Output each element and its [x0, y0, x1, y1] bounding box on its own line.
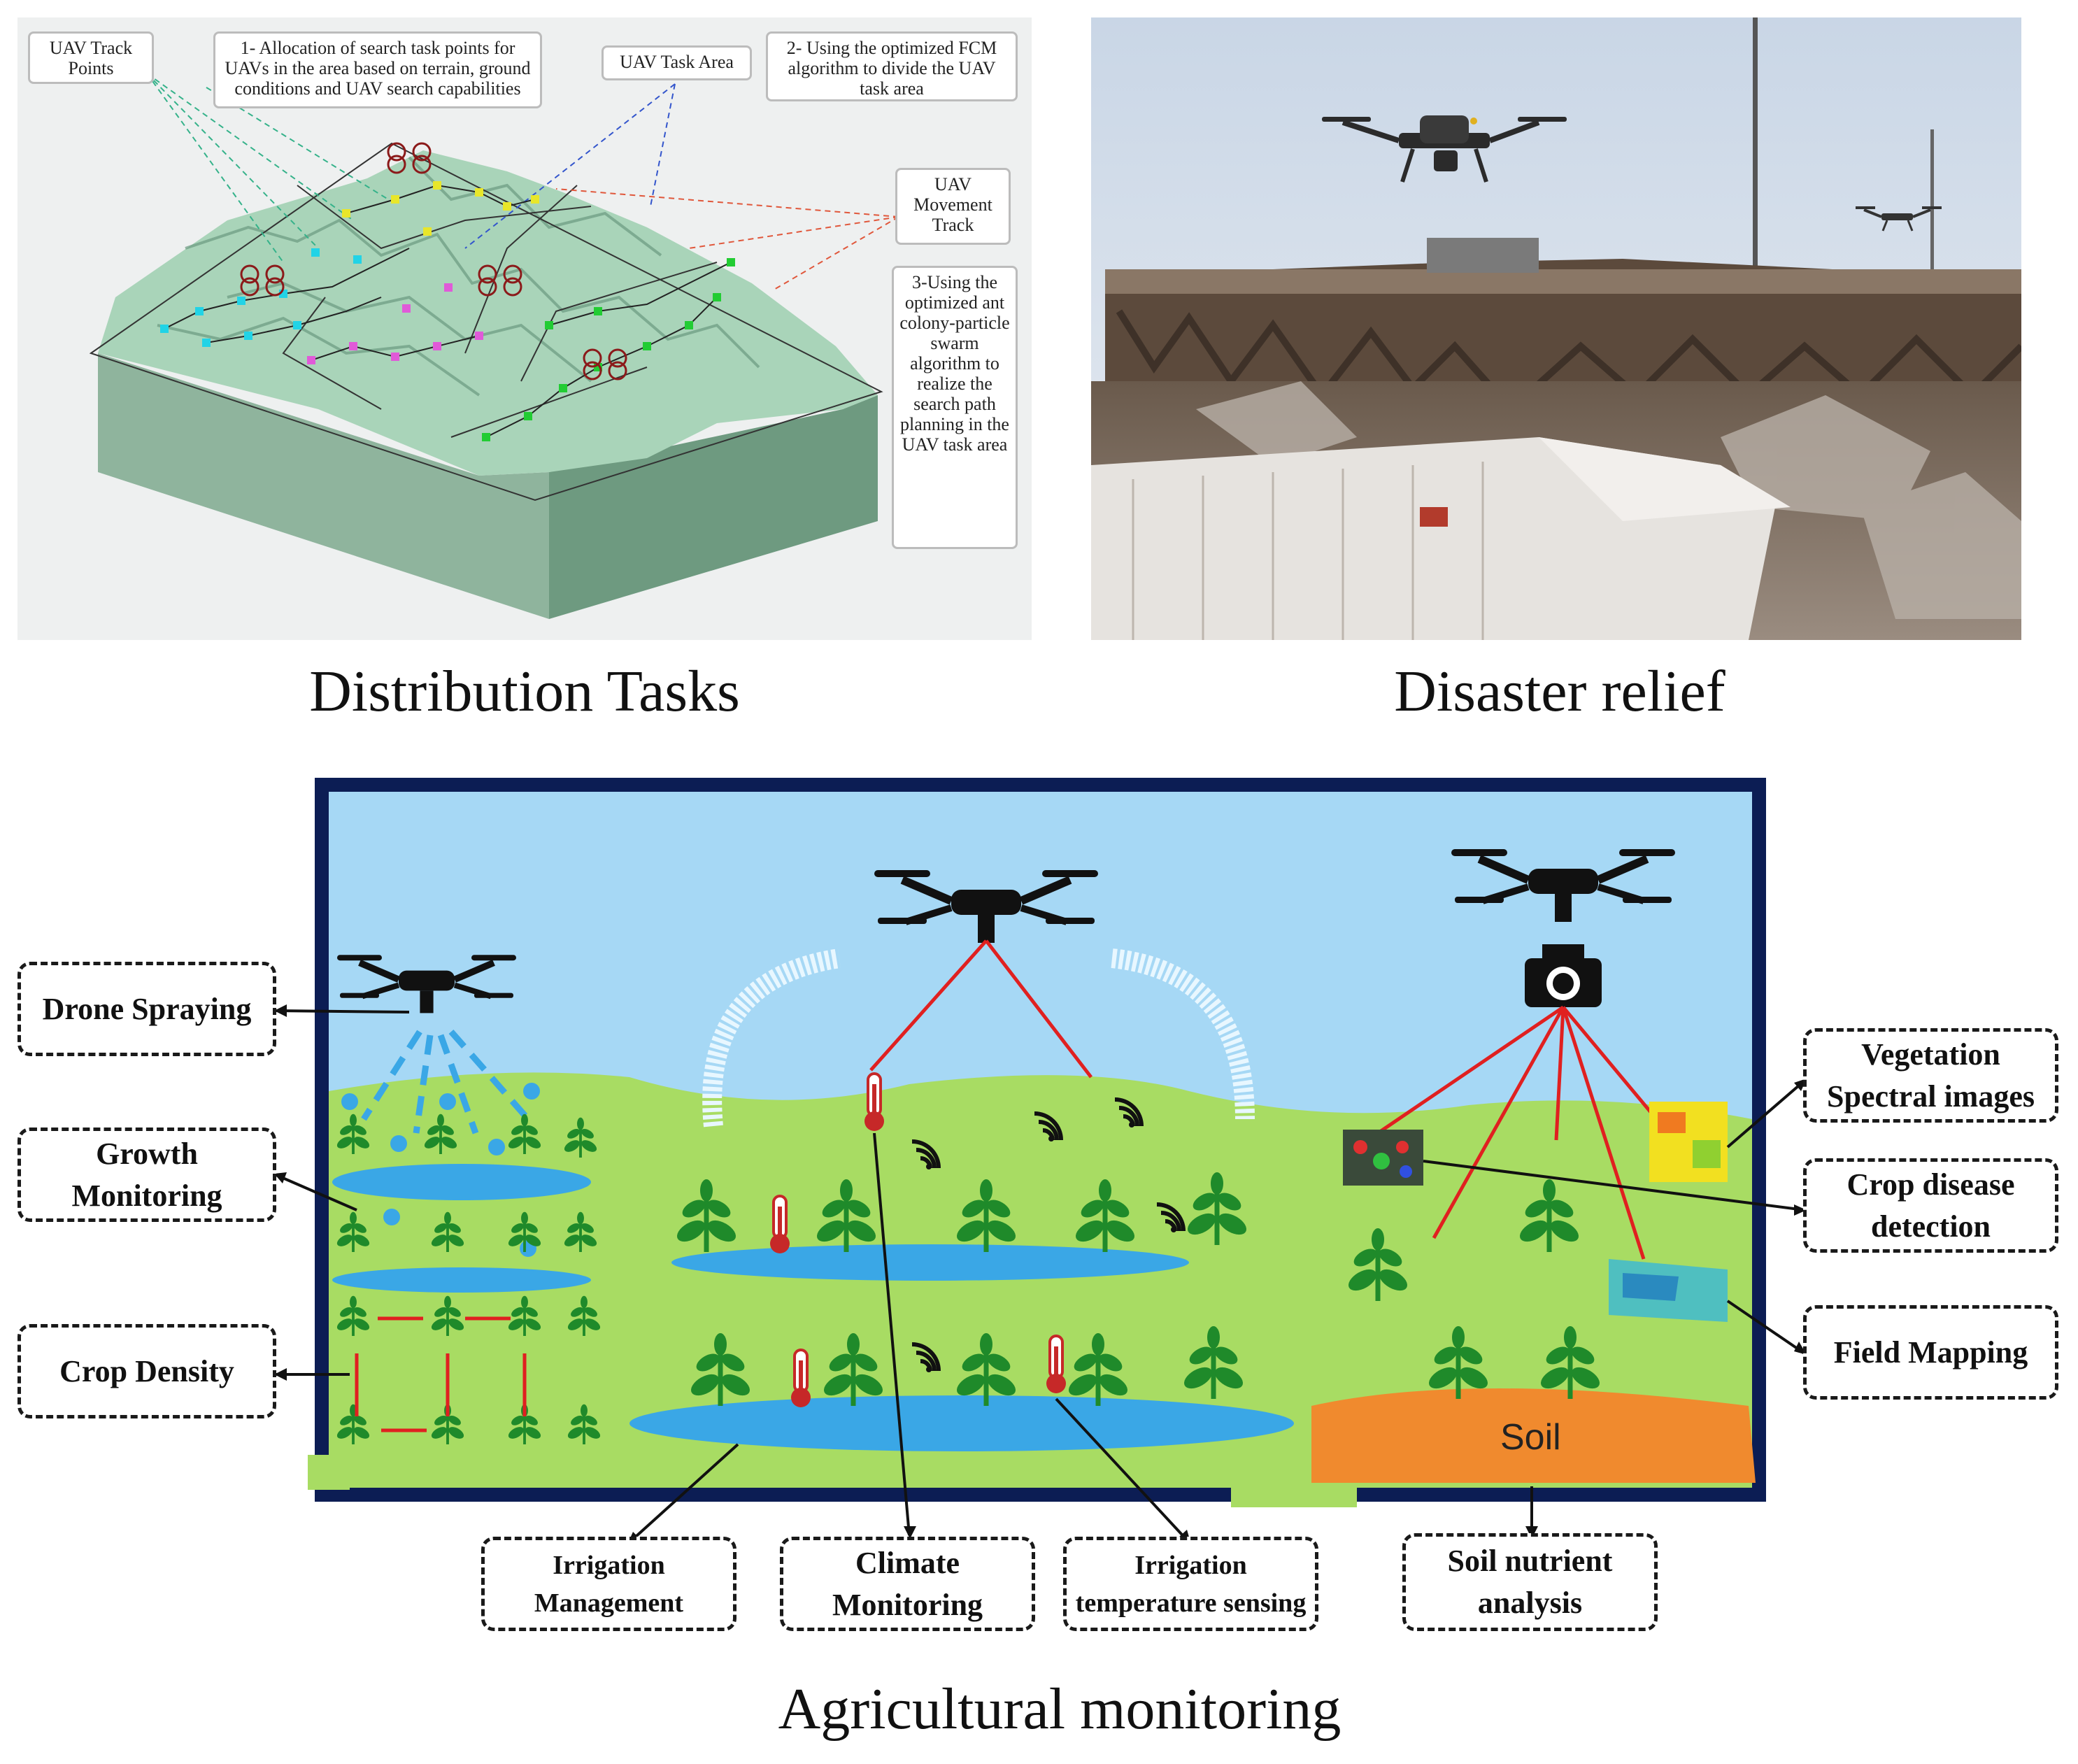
pond-middle-2 — [629, 1395, 1294, 1451]
track-point-leaders — [146, 73, 389, 263]
terrain-surface — [98, 150, 878, 476]
soil-label: Soil — [1500, 1417, 1561, 1458]
uav-drone-icons — [240, 142, 627, 380]
field-map-thumbnail — [1609, 1259, 1728, 1322]
collapsed-building — [1105, 259, 2021, 409]
caption-agricultural-monitoring: Agricultural monitoring — [778, 1677, 1342, 1742]
track-points-magenta — [307, 283, 483, 364]
label-crop-density: Crop Density — [17, 1324, 276, 1418]
connector-arrows — [276, 1009, 1806, 1544]
track-points-green — [482, 258, 735, 441]
label-crop-disease: Crop disease detection — [1803, 1158, 2058, 1253]
soil-bed — [1311, 1388, 1756, 1483]
track-points-yellow — [342, 181, 539, 236]
drone-large-icon — [1322, 115, 1567, 183]
callout-ant-colony: 3-Using the optimized ant colony-particl… — [892, 266, 1018, 549]
agricultural-monitoring-diagram — [274, 778, 1807, 1544]
callout-allocation: 1- Allocation of search task points for … — [213, 31, 542, 108]
pond-spray-1 — [332, 1164, 591, 1200]
sensor-lines — [869, 939, 1652, 1260]
distribution-tasks-panel: UAV Track Points 1- Allocation of search… — [17, 17, 1032, 640]
spray-lines — [361, 1030, 531, 1134]
label-soil-nutrient: Soil nutrient analysis — [1402, 1533, 1658, 1631]
callout-uav-movement-track: UAV Movement Track — [895, 168, 1011, 245]
callout-fcm: 2- Using the optimized FCM algorithm to … — [766, 31, 1018, 101]
task-area-outline — [89, 142, 883, 502]
label-growth-monitoring: Growth Monitoring — [17, 1128, 276, 1222]
label-vegetation-spectral: Vegetation Spectral images — [1803, 1028, 2058, 1123]
label-drone-spraying: Drone Spraying — [17, 962, 276, 1056]
label-field-mapping: Field Mapping — [1803, 1305, 2058, 1400]
ridge-lines — [157, 156, 760, 397]
movement-leaders — [555, 188, 899, 291]
pond-spray-2 — [332, 1267, 591, 1293]
pond-middle-1 — [671, 1244, 1189, 1281]
density-arrows — [355, 1316, 527, 1432]
data-arc-right — [1111, 948, 1255, 1120]
water-drops — [341, 1083, 540, 1257]
task-area-leaders — [464, 83, 676, 249]
crop-disease-thumbnail — [1343, 1130, 1423, 1186]
terrain-block-right — [549, 395, 878, 619]
drone-small-icon — [1856, 206, 1942, 232]
light-pole — [1753, 17, 1758, 367]
camera-icon — [1525, 944, 1602, 1007]
label-climate-monitoring: Climate Monitoring — [780, 1537, 1035, 1631]
label-irrigation-management: Irrigation Management — [481, 1537, 736, 1631]
disaster-relief-photo — [1091, 17, 2021, 640]
callout-uav-track-points: UAV Track Points — [28, 31, 154, 84]
caption-distribution-tasks: Distribution Tasks — [309, 659, 740, 724]
label-irrigation-temperature: Irrigation temperature sensing — [1063, 1537, 1318, 1631]
terrain-diagram — [89, 73, 899, 619]
caption-disaster-relief: Disaster relief — [1394, 659, 1725, 724]
spectral-image-thumbnail — [1649, 1102, 1728, 1182]
track-points-cyan — [160, 248, 362, 347]
terrain-block-left — [98, 353, 549, 619]
data-arc-left — [702, 948, 841, 1128]
callout-uav-task-area: UAV Task Area — [602, 45, 752, 80]
